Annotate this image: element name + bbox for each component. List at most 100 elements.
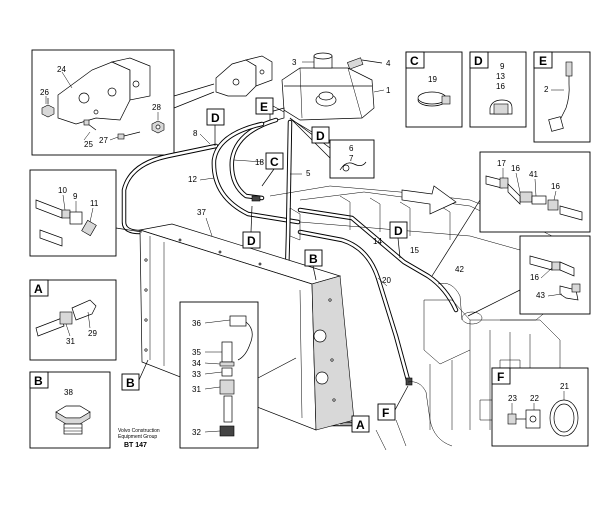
part-number-25: 25 <box>84 140 93 149</box>
filler-cap-3 <box>313 52 333 69</box>
svg-text:C: C <box>270 155 279 169</box>
part-number-41: 41 <box>529 170 538 179</box>
part-number-16-a: 16 <box>511 164 520 173</box>
svg-text:D: D <box>211 111 220 125</box>
svg-text:D: D <box>316 129 325 143</box>
detail-hose-clamp-box: 10 9 11 <box>29 169 117 257</box>
part-number-9: 9 <box>73 192 78 201</box>
part-number-1: 1 <box>386 86 391 95</box>
part-number-12: 12 <box>188 175 197 184</box>
part-number-36: 36 <box>192 319 201 328</box>
detail-callout-a: A <box>34 282 43 296</box>
part-number-10: 10 <box>58 186 67 195</box>
radiator-rivets <box>144 238 336 402</box>
expansion-tank <box>269 52 383 123</box>
part-number-16-c: 16 <box>530 273 539 282</box>
tag-c: C <box>261 152 284 187</box>
part-number-16-d: 16 <box>496 82 505 91</box>
part-number-31-b: 31 <box>192 385 201 394</box>
detail-callout-b: B <box>34 374 43 388</box>
part-number-4: 4 <box>386 59 391 68</box>
part-number-26: 26 <box>40 88 49 97</box>
hose-clamp-19 <box>417 91 451 107</box>
svg-text:B: B <box>126 376 135 390</box>
part-number-17: 17 <box>497 159 506 168</box>
part-number-42: 42 <box>455 265 464 274</box>
tag-d-right: D <box>389 221 408 259</box>
svg-text:E: E <box>260 100 268 114</box>
detail-b-box: B 38 <box>29 371 111 449</box>
sensor-2 <box>548 61 573 132</box>
clamp-9 <box>489 99 513 115</box>
seal-ring-21 <box>549 399 579 437</box>
detail-a-box: A 29 31 <box>29 279 117 361</box>
drain-cap-36 <box>229 315 253 361</box>
part-number-31-a: 31 <box>66 337 75 346</box>
part-number-24: 24 <box>57 65 66 74</box>
detail-callout-e: E <box>539 54 547 68</box>
part-number-23: 23 <box>508 394 517 403</box>
bolt-26 <box>41 98 55 118</box>
part-number-16-b: 16 <box>551 182 560 191</box>
part-number-9-d: 9 <box>500 62 505 71</box>
part-number-29: 29 <box>88 329 97 338</box>
tag-d-low: D <box>242 205 261 249</box>
tag-d-top: D <box>206 108 225 146</box>
svg-text:D: D <box>394 224 403 238</box>
part-number-7: 7 <box>349 154 354 163</box>
credit-line-1: Volvo Construction <box>118 428 160 434</box>
part-number-15: 15 <box>410 246 419 255</box>
detail-connector-box: 17 16 41 16 <box>479 151 591 233</box>
screw-25 <box>83 119 97 131</box>
part-number-35: 35 <box>192 348 201 357</box>
detail-clamp-6-7: 6 7 <box>329 139 375 179</box>
svg-text:D: D <box>247 234 256 248</box>
part-number-18: 18 <box>255 158 264 167</box>
part-number-2: 2 <box>544 85 549 94</box>
detail-elbow-box: 16 43 <box>519 235 591 315</box>
part-number-19: 19 <box>428 75 437 84</box>
washer-22 <box>525 409 541 429</box>
svg-text:B: B <box>309 252 318 266</box>
bracket-detail-box: 24 26 28 25 27 <box>31 49 175 156</box>
bracket-main <box>215 55 273 97</box>
part-number-34: 34 <box>192 359 201 368</box>
part-number-22: 22 <box>530 394 539 403</box>
connector-41 <box>519 191 583 221</box>
tag-a: A <box>340 415 370 433</box>
part-number-28: 28 <box>152 103 161 112</box>
part-number-6: 6 <box>349 144 354 153</box>
part-number-21: 21 <box>560 382 569 391</box>
part-number-32: 32 <box>192 428 201 437</box>
detail-c-box: C 19 <box>405 51 463 128</box>
part-number-37: 37 <box>197 208 206 217</box>
detail-f-box: F 23 22 21 <box>491 367 589 447</box>
part-number-11: 11 <box>90 199 99 208</box>
detail-drain-valve-box: 36 35 34 33 31 32 <box>179 301 259 449</box>
part-number-20: 20 <box>382 276 391 285</box>
detail-callout-c: C <box>410 54 419 68</box>
tag-b-radiator: B <box>304 249 323 281</box>
part-number-13: 13 <box>496 72 505 81</box>
svg-text:F: F <box>382 406 389 420</box>
credit-block: Volvo Construction Equipment Group BT 14… <box>118 428 160 449</box>
part-number-14: 14 <box>373 237 382 246</box>
credit-line-2: Equipment Group <box>118 434 157 440</box>
flow-arrow <box>401 185 457 215</box>
detail-callout-f: F <box>497 370 504 384</box>
bracket-plate <box>57 61 131 125</box>
tag-b-left: B <box>121 359 149 391</box>
drawing-code: BT 147 <box>124 442 147 449</box>
tag-f: F <box>377 385 409 421</box>
part-number-8: 8 <box>193 129 198 138</box>
detail-d-box: D 9 13 16 <box>469 51 527 128</box>
screw-27 <box>117 131 141 140</box>
detail-e-box: E 2 <box>533 51 591 143</box>
drain-plug-38 <box>55 405 91 435</box>
part-number-38: 38 <box>64 388 73 397</box>
tag-d-mid: D <box>291 119 330 144</box>
part-number-5: 5 <box>306 169 311 178</box>
part-number-3: 3 <box>292 58 297 67</box>
connector-17 <box>485 175 509 189</box>
